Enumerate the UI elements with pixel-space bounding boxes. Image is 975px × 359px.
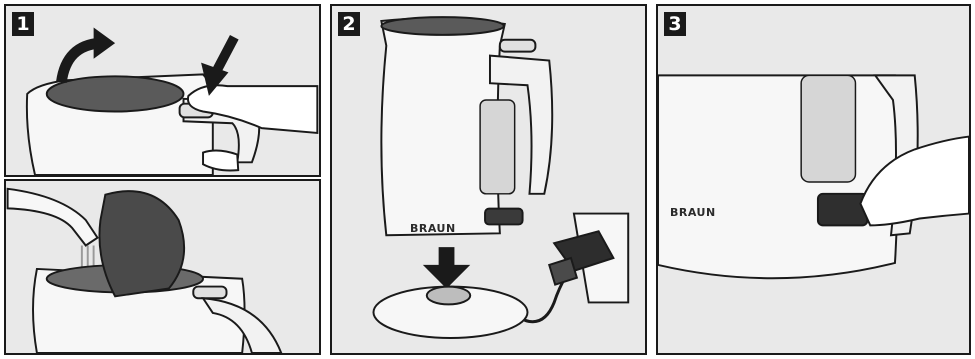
arrow-down-icon — [423, 247, 470, 288]
step-1-open-lid-panel: 1 — [4, 4, 321, 177]
brand-logo: BRAUN — [670, 206, 716, 219]
water-tap — [8, 189, 98, 246]
step-1-badge: 1 — [12, 12, 34, 36]
step-1-fill-illustration — [6, 181, 319, 353]
step-2-badge: 2 — [338, 12, 360, 36]
water-level-window — [801, 75, 855, 182]
step-1-fill-water-panel — [4, 179, 321, 355]
power-switch-icon — [485, 209, 523, 225]
arrow-curved-open-icon — [61, 27, 115, 82]
water-level-window — [480, 100, 515, 194]
step-2-illustration — [332, 6, 645, 353]
step-3-switch-on-panel: 3 BRAUN — [656, 4, 971, 355]
step-2-place-and-plug-panel: 2 BRAUN — [330, 4, 647, 355]
step-3-badge: 3 — [664, 12, 686, 36]
power-switch-icon — [818, 194, 867, 226]
open-lid — [99, 191, 184, 296]
kettle-opening — [47, 76, 184, 111]
step-1-illustration — [6, 6, 319, 175]
brand-logo: BRAUN — [410, 222, 456, 235]
kettle-body — [658, 75, 897, 278]
step-3-illustration — [658, 6, 969, 353]
